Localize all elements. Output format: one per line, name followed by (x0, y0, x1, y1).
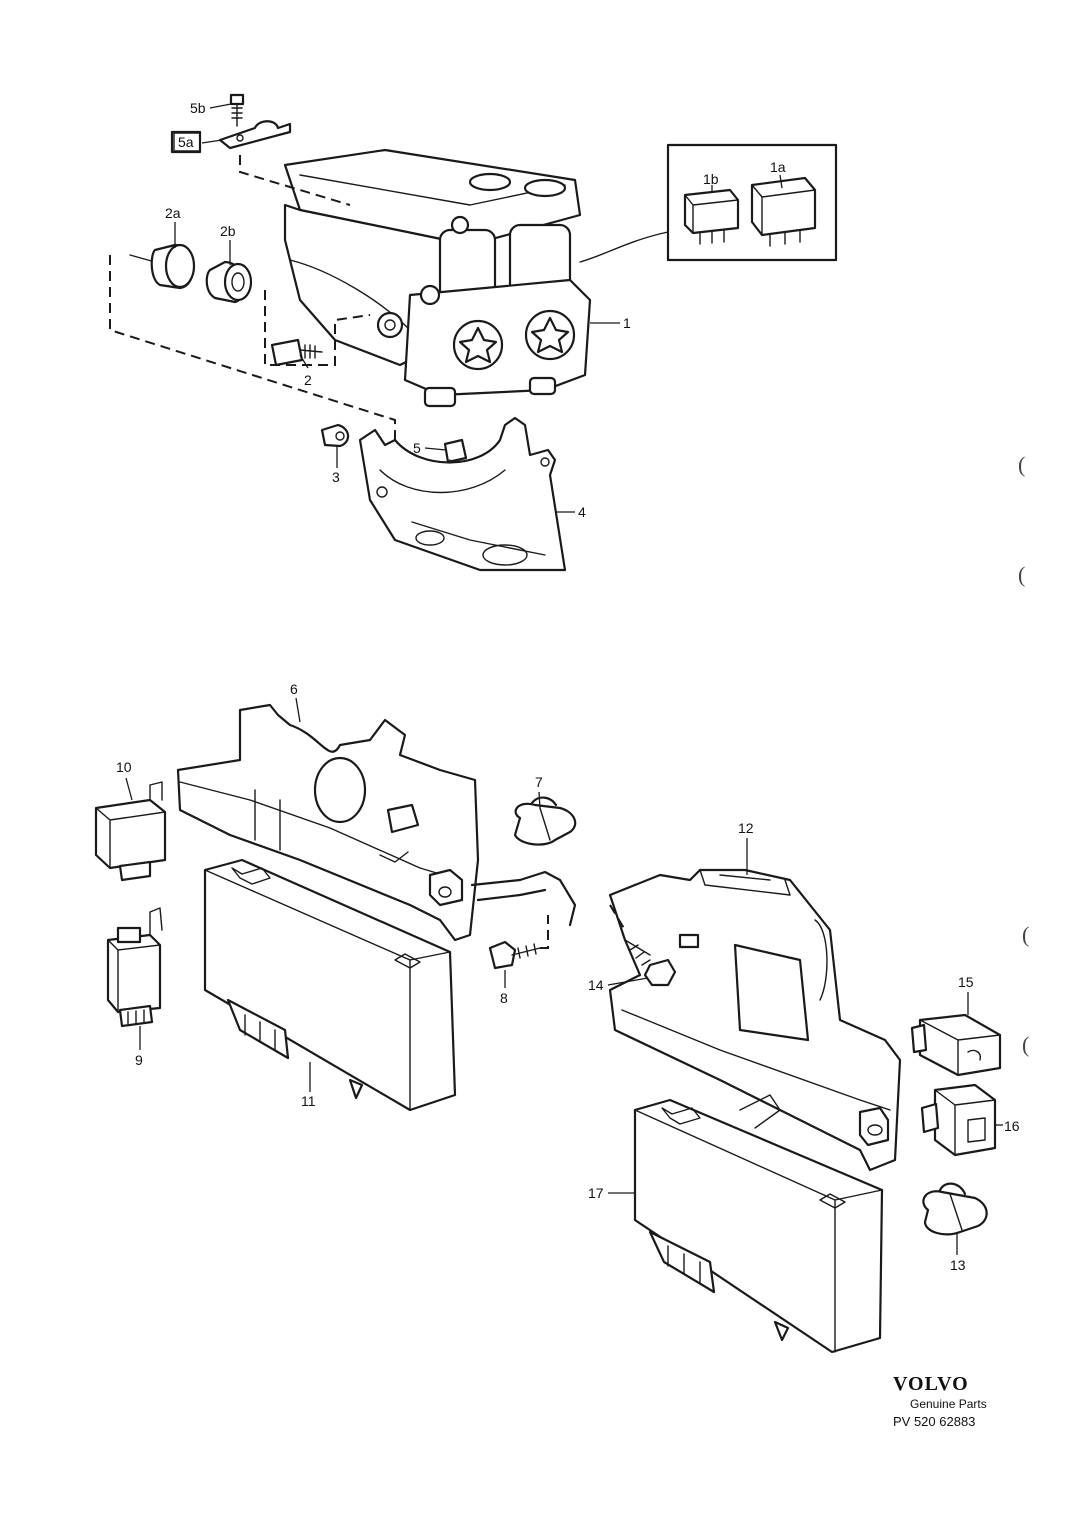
guide-line-bracket (109, 255, 396, 450)
volvo-logo: VOLVO (893, 1373, 969, 1395)
guide-line-clamp (239, 155, 351, 206)
label-5: 5 (413, 440, 421, 456)
brand-tagline: Genuine Parts (910, 1397, 987, 1411)
bolt-14 (609, 904, 677, 987)
bolt-8 (488, 915, 549, 970)
label-16: 16 (1004, 1118, 1020, 1134)
label-2a: 2a (165, 205, 181, 221)
label-1: 1 (623, 315, 631, 331)
stud-2 (270, 338, 323, 367)
label-1b: 1b (703, 171, 719, 187)
grommet-2b (205, 260, 253, 304)
part-labels: 1 1a 1b 2 2a 2b 3 4 5 5a 5b 6 7 8 9 10 1… (116, 100, 1020, 1273)
control-unit-11 (203, 858, 457, 1112)
bracket-4 (358, 416, 567, 572)
label-1a: 1a (770, 159, 786, 175)
label-13: 13 (950, 1257, 966, 1273)
hydraulic-modulator-unit (283, 148, 592, 408)
clamp-5a (170, 120, 292, 154)
relay-16 (920, 1083, 997, 1157)
label-4: 4 (578, 504, 586, 520)
margin-mark: ( (1022, 922, 1029, 947)
label-6: 6 (290, 681, 298, 697)
label-10: 10 (116, 759, 132, 775)
label-2b: 2b (220, 223, 236, 239)
relay-10 (94, 781, 167, 882)
label-5a: 5a (178, 134, 194, 150)
bracket-12 (608, 868, 902, 1172)
brand-block: VOLVO Genuine Parts PV 520 62883 (893, 1373, 987, 1429)
control-unit-17 (633, 1098, 884, 1354)
label-9: 9 (135, 1052, 143, 1068)
guide-line-grommet (264, 290, 371, 366)
label-3: 3 (332, 469, 340, 485)
label-7: 7 (535, 774, 543, 790)
label-12: 12 (738, 820, 754, 836)
relay-9 (106, 907, 163, 1028)
nut-3 (320, 423, 350, 448)
label-17: 17 (588, 1185, 604, 1201)
screw-5b (229, 93, 245, 127)
relay-inset-box (579, 143, 838, 263)
label-14: 14 (588, 977, 604, 993)
label-5b: 5b (190, 100, 206, 116)
label-8: 8 (500, 990, 508, 1006)
margin-mark: ( (1022, 1032, 1029, 1057)
clip-7 (513, 796, 577, 846)
label-15: 15 (958, 974, 974, 990)
publication-code: PV 520 62883 (893, 1414, 975, 1429)
relay-15 (910, 1013, 1002, 1077)
clip-13 (922, 1182, 988, 1236)
leader-lines (125, 103, 1003, 1255)
label-2: 2 (304, 372, 312, 388)
margin-mark: ( (1018, 562, 1025, 587)
label-5a-frame (173, 132, 201, 152)
bracket-6 (176, 703, 577, 942)
margin-mark: ( (1018, 452, 1025, 477)
margin-marks: ( ( ( ( (1018, 452, 1029, 1057)
label-11: 11 (301, 1093, 316, 1109)
bushing-2a (129, 243, 196, 290)
